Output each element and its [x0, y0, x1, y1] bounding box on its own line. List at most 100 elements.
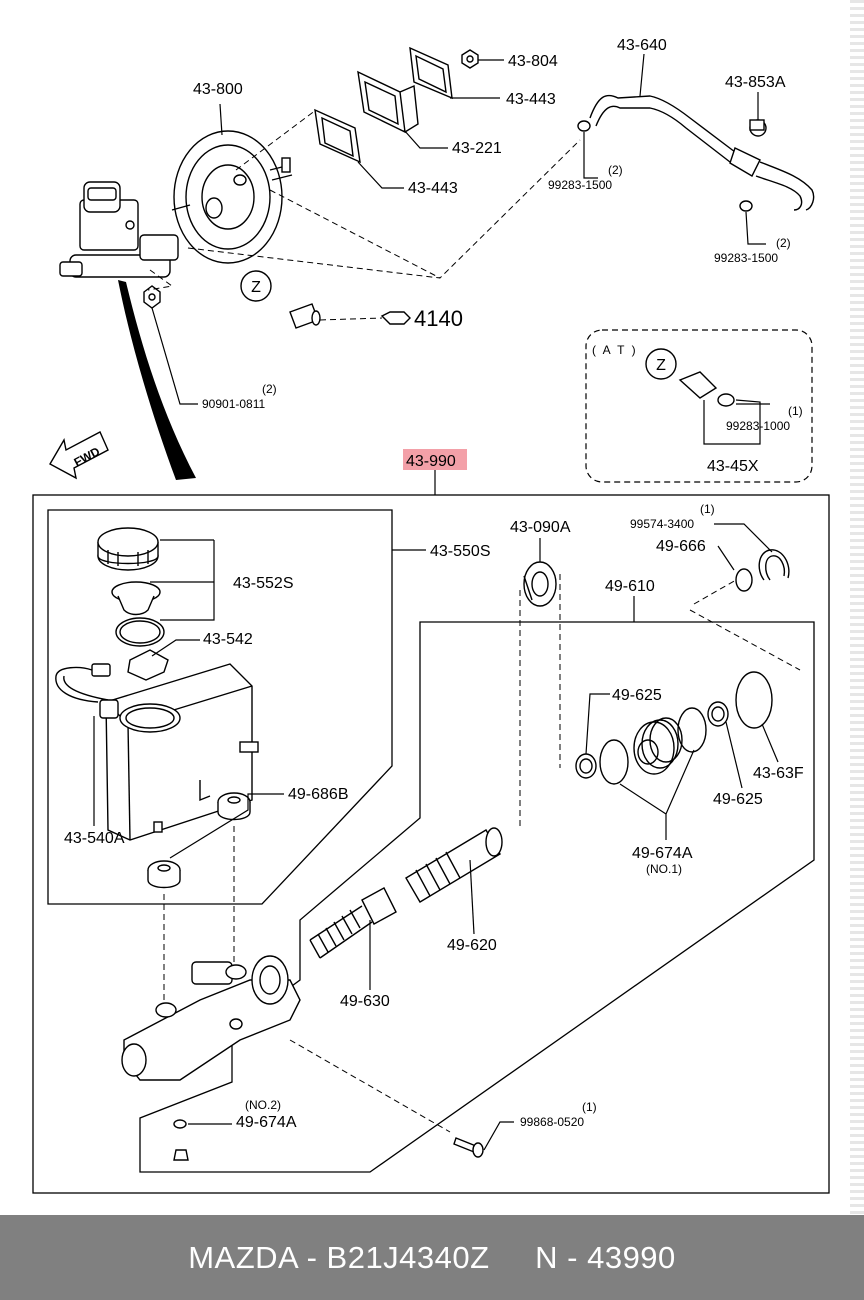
label-43-443-top: 43-443 — [506, 91, 556, 108]
label-90901-0811: 90901-0811 — [202, 397, 265, 411]
bleeder-cap — [173, 1149, 189, 1161]
leader-90901-0811 — [151, 307, 198, 405]
brake-line-wedge — [118, 280, 196, 480]
z-marker-label: Z — [251, 279, 261, 296]
z-marker: Z — [240, 270, 272, 302]
label-49-610: 49-610 — [605, 578, 655, 595]
cap-seal — [115, 617, 165, 647]
leader-43-552s — [150, 539, 215, 621]
seal-43-63f — [735, 671, 773, 729]
label-43-443-bottom: 43-443 — [408, 180, 458, 197]
reservoir-tank-43-540a — [105, 663, 259, 841]
seal-ring-a — [677, 707, 707, 753]
fwd-arrow: FWD — [49, 431, 109, 480]
washer-49-666 — [735, 568, 753, 592]
nut-43-804 — [461, 49, 479, 69]
label-4140: 4140 — [414, 306, 463, 331]
qty-99283-1500-b: (2) — [776, 236, 791, 250]
label-43-221: 43-221 — [452, 140, 502, 157]
label-43-090a: 43-090A — [510, 519, 571, 536]
label-43-800: 43-800 — [193, 81, 243, 98]
qty-99868-0520: (1) — [582, 1100, 597, 1114]
qty-99574-3400: (1) — [700, 502, 715, 516]
dash-line-stud — [235, 109, 317, 171]
screw-99868-0520 — [453, 1137, 484, 1158]
qty-99283-1500-a: (2) — [608, 163, 623, 177]
parts-diagram: Z FWD ( A T ) Z — [32, 37, 830, 1194]
leader-43-221 — [403, 129, 448, 149]
master-cylinder-body — [121, 955, 301, 1081]
label-99283-1000: 99283-1000 — [726, 419, 790, 433]
dash-line-booster — [269, 189, 441, 279]
label-49-625-top: 49-625 — [612, 687, 662, 704]
dash-snap — [689, 579, 801, 671]
reservoir-cap — [97, 527, 159, 571]
cup-49-625-bottom — [575, 753, 597, 779]
label-no2: (NO.2) — [245, 1098, 281, 1112]
leader-49-674a-no1 — [619, 749, 695, 840]
leader-99574-3400 — [714, 523, 773, 553]
leader-49-620 — [469, 859, 475, 935]
at-title: ( A T ) — [592, 343, 638, 357]
leader-99283-1500-b — [745, 211, 766, 245]
leader-43-63f — [761, 723, 779, 763]
leader-43-443-bottom — [357, 161, 404, 189]
label-99574-3400: 99574-3400 — [630, 517, 694, 531]
label-43-640: 43-640 — [617, 37, 667, 54]
label-43-63f: 43-63F — [753, 765, 804, 782]
label-43-853a: 43-853A — [725, 74, 786, 91]
at-z-marker: Z — [656, 357, 666, 374]
leader-43-640 — [639, 53, 645, 97]
label-43-540a: 43-540A — [64, 830, 125, 847]
footer-part-number: MAZDA - B21J4340Z N - 43990 — [188, 1239, 676, 1275]
label-99868-0520: 99868-0520 — [520, 1115, 584, 1129]
reservoir-box-43-550s — [47, 509, 393, 905]
label-49-620: 49-620 — [447, 937, 497, 954]
clamp-99283-1500 — [577, 120, 753, 212]
grommets-49-686b — [147, 792, 251, 889]
leader-49-625-bottom — [725, 721, 743, 789]
label-49-630: 49-630 — [340, 993, 390, 1010]
qty-90901-0811: (2) — [262, 382, 277, 396]
label-43-542: 43-542 — [203, 631, 253, 648]
dash-line-valve — [319, 317, 383, 321]
label-43-990: 43-990 — [406, 453, 456, 470]
label-no1: (NO.1) — [646, 862, 682, 876]
grommet-43-090a — [523, 561, 557, 607]
leader-99868-0520 — [483, 1121, 514, 1151]
dash-screw — [289, 1039, 451, 1133]
piston-box-49-610 — [139, 621, 815, 1173]
cup-49-625-top — [707, 701, 729, 727]
brake-booster-assembly — [171, 130, 293, 264]
seal-ring-b — [599, 739, 629, 785]
clamp-43-853a — [749, 119, 767, 137]
kit-box-43-990 — [32, 494, 830, 1194]
leader-49-666 — [717, 545, 735, 571]
label-49-674a-no1: 49-674A — [632, 845, 693, 862]
piston-49-620 — [405, 827, 503, 903]
leader-49-625-top — [585, 693, 610, 755]
master-cylinder-top — [59, 181, 179, 278]
leader-99283-1500-a — [583, 132, 598, 179]
label-49-666: 49-666 — [656, 538, 706, 555]
primary-piston — [633, 717, 683, 775]
snap-ring-99574-3400 — [758, 549, 790, 581]
at-box: ( A T ) Z — [585, 329, 813, 483]
label-99283-1500-b: 99283-1500 — [714, 251, 778, 265]
cup-49-625-top-inner — [711, 706, 725, 722]
float-43-542 — [127, 649, 169, 681]
qty-99283-1000: (1) — [788, 404, 803, 418]
leader-43-800 — [219, 103, 223, 136]
leader-43-542 — [151, 639, 200, 657]
label-43-804: 43-804 — [508, 53, 558, 70]
label-43-45x: 43-45X — [707, 458, 759, 475]
cup-49-625-bottom-inner — [579, 758, 593, 774]
vacuum-hose-43-640 — [589, 94, 815, 211]
check-valve-4140 — [289, 303, 411, 329]
cap-seal-inner — [119, 620, 161, 644]
cap-strainer — [111, 581, 161, 616]
label-49-686b: 49-686B — [288, 786, 349, 803]
spacer-43-221 — [357, 70, 419, 134]
footer-bar: MAZDA - B21J4340Z N - 43990 — [0, 1215, 864, 1300]
spring-49-630 — [309, 887, 397, 959]
